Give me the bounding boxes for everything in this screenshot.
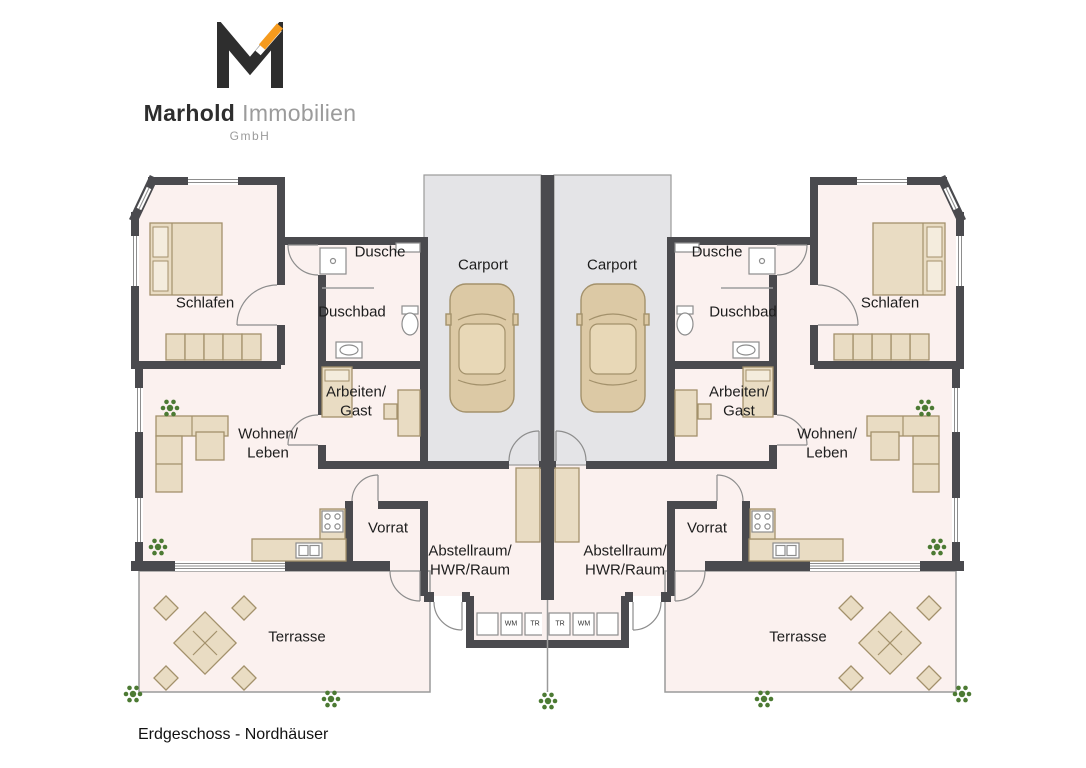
- room-label-abstell-left: Abstellraum/ HWR/Raum: [428, 542, 512, 578]
- room-label-schlafen-right: Schlafen: [860, 294, 920, 312]
- appliance-label-tr-left: TR: [530, 620, 540, 628]
- left-unit: [124, 175, 553, 707]
- room-label-duschbad-left: Duschbad: [318, 303, 386, 321]
- room-label-vorrat-left: Vorrat: [367, 519, 409, 537]
- room-label-arbeiten-left: Arbeiten/ Gast: [325, 383, 387, 419]
- plant-icon: [538, 692, 558, 710]
- room-label-arbeiten-right: Arbeiten/ Gast: [708, 383, 770, 419]
- party-wall: [541, 175, 554, 600]
- room-label-terrasse-left: Terrasse: [268, 628, 326, 646]
- appliance-label-wm-left: WM: [504, 620, 518, 628]
- room-label-carport-left: Carport: [457, 256, 509, 274]
- room-label-wohnen-left: Wohnen/ Leben: [238, 425, 298, 461]
- room-label-terrasse-right: Terrasse: [769, 628, 827, 646]
- brand-name-secondary: Immobilien: [242, 100, 357, 126]
- room-label-dusche-right: Dusche: [691, 243, 743, 261]
- room-label-dusche-left: Dusche: [354, 243, 406, 261]
- appliance-label-wm-right: WM: [577, 620, 591, 628]
- appliance-label-tr-right: TR: [555, 620, 565, 628]
- brand-legal: GmbH: [229, 129, 271, 143]
- brand-logo-mark-icon: [217, 22, 284, 88]
- plan-caption: Erdgeschoss - Nordhäuser: [138, 726, 329, 743]
- room-label-vorrat-right: Vorrat: [686, 519, 728, 537]
- room-label-wohnen-right: Wohnen/ Leben: [797, 425, 857, 461]
- room-label-duschbad-right: Duschbad: [709, 303, 777, 321]
- room-label-schlafen-left: Schlafen: [175, 294, 235, 312]
- brand-name-primary: Marhold: [143, 100, 236, 126]
- room-label-carport-right: Carport: [586, 256, 638, 274]
- right-unit: [542, 175, 971, 707]
- room-label-abstell-right: Abstellraum/ HWR/Raum: [583, 542, 667, 578]
